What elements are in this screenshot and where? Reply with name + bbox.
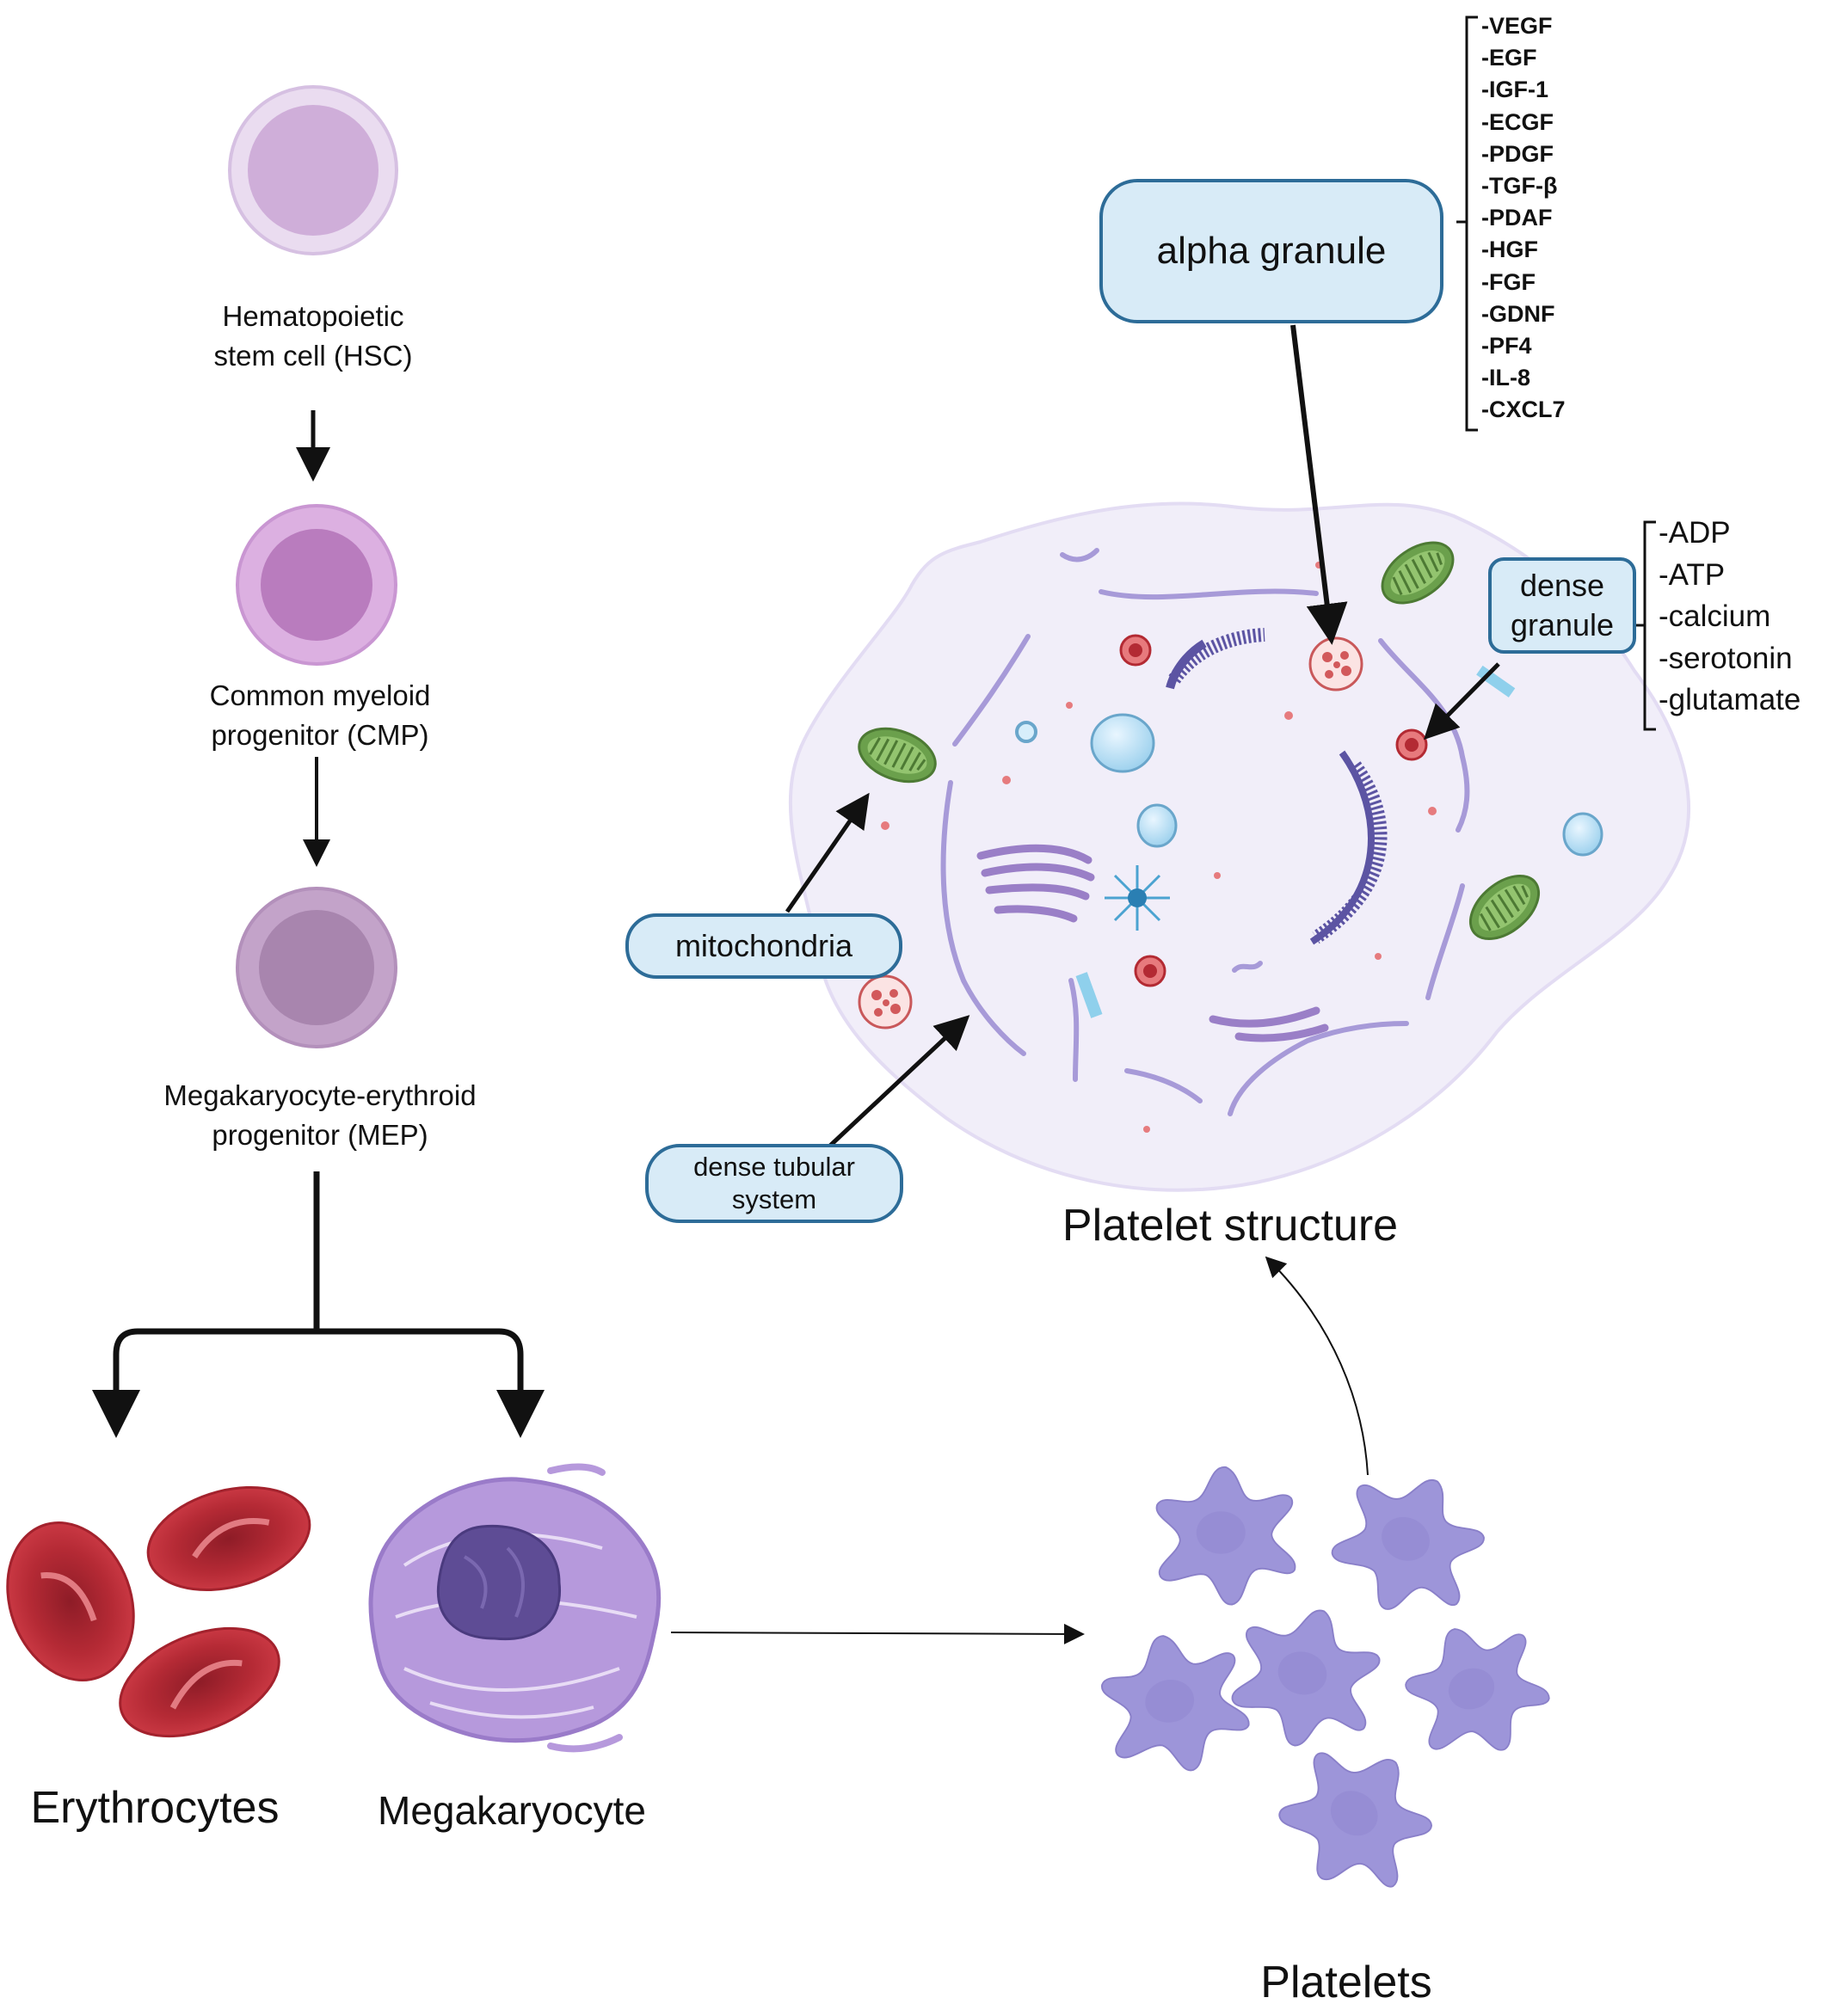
arrow-alpha-granule	[1290, 324, 1348, 645]
dense-tubular-system-label-box: dense tubular system	[645, 1144, 903, 1223]
dense-content-item: -ATP	[1659, 557, 1726, 592]
alpha-granule-contents: -VEGF -EGF -IGF-1 -ECGF -PDGF -TGF-β -PD…	[1481, 10, 1566, 427]
alpha-content-item: -IGF-1	[1481, 77, 1548, 103]
dense-content-item: -calcium	[1659, 599, 1771, 633]
cmp-cell	[236, 504, 397, 666]
hsc-cell	[228, 85, 398, 255]
erythrocytes-illustration	[6, 1485, 311, 1738]
mep-label-line-1: Megakaryocyte-erythroid	[163, 1079, 477, 1111]
dense-granule-contents: -ADP -ATP -calcium -serotonin -glutamate	[1659, 513, 1800, 722]
alpha-content-item: -IL-8	[1481, 365, 1530, 391]
alpha-content-item: -GDNF	[1481, 300, 1555, 327]
alpha-content-item: -TGF-β	[1481, 173, 1558, 200]
cmp-label-line-2: progenitor (CMP)	[211, 719, 429, 751]
mep-cell	[236, 887, 397, 1048]
platelets-label: Platelets	[1260, 1958, 1432, 2007]
hsc-label-line-1: Hematopoietic	[222, 300, 404, 332]
dense-content-item: -serotonin	[1659, 641, 1793, 675]
dense-granule-label-line-2: granule	[1510, 607, 1615, 642]
hsc-label: Hematopoietic stem cell (HSC)	[141, 297, 485, 376]
alpha-granule-label-box: alpha granule	[1099, 179, 1443, 323]
megakaryocyte-label: Megakaryocyte	[378, 1788, 646, 1833]
dense-granule-label-box: dense granule	[1488, 557, 1636, 654]
alpha-contents-bracket	[1456, 15, 1478, 432]
cmp-label-line-1: Common myeloid	[209, 679, 431, 711]
mitochondria-label: mitochondria	[674, 928, 853, 963]
dense-contents-bracket	[1634, 520, 1656, 731]
alpha-content-item: -EGF	[1481, 45, 1537, 71]
alpha-granule-label: alpha granule	[1156, 230, 1387, 272]
alpha-content-item: -HGF	[1481, 237, 1538, 263]
dense-content-item: -ADP	[1659, 516, 1731, 550]
dense-tubular-label-line-2: system	[731, 1184, 817, 1214]
alpha-content-item: -PF4	[1481, 333, 1532, 360]
dense-content-item: -glutamate	[1659, 683, 1801, 716]
alpha-content-item: -PDGF	[1481, 140, 1554, 167]
mep-label: Megakaryocyte-erythroid progenitor (MEP)	[105, 1076, 535, 1155]
arrow-mep-split	[92, 1171, 545, 1438]
arrow-dense-granule	[1423, 662, 1500, 741]
arrow-platelets-to-structure	[1265, 1256, 1369, 1476]
erythrocytes-label: Erythrocytes	[30, 1783, 280, 1833]
arrow-mitochondria	[785, 792, 870, 913]
cmp-label: Common myeloid progenitor (CMP)	[148, 676, 492, 755]
alpha-content-item: -ECGF	[1481, 108, 1554, 135]
platelet-structure-title: Platelet structure	[1062, 1201, 1399, 1251]
alpha-content-item: -CXCL7	[1481, 396, 1566, 423]
hsc-label-line-2: stem cell (HSC)	[213, 340, 413, 372]
dense-granule-label-line-1: dense	[1519, 568, 1605, 603]
dense-tubular-label-line-1: dense tubular	[693, 1152, 855, 1182]
alpha-content-item: -VEGF	[1481, 13, 1553, 39]
megakaryocyte-illustration	[368, 1463, 662, 1753]
alpha-content-item: -FGF	[1481, 268, 1536, 295]
platelets-illustration	[1093, 1451, 1562, 1916]
alpha-content-item: -PDAF	[1481, 205, 1553, 231]
arrow-megakaryocyte-to-platelets	[670, 1623, 1085, 1644]
mep-label-line-2: progenitor (MEP)	[212, 1119, 428, 1151]
arrow-dense-tubular-system	[828, 1015, 970, 1147]
mitochondria-label-box: mitochondria	[625, 913, 902, 979]
platelet-structure-illustration	[788, 501, 1691, 1192]
